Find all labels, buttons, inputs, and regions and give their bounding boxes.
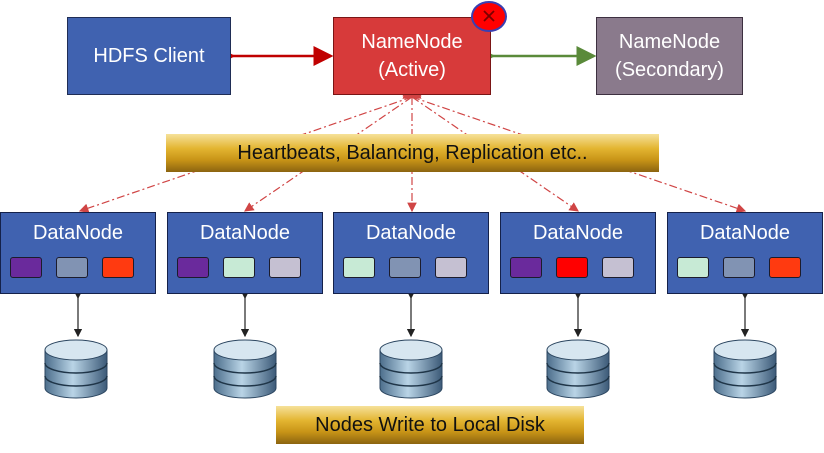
datanode-label: DataNode [699,222,791,244]
datanode-5: DataNode [667,212,823,294]
data-block [10,257,42,278]
heartbeat-banner: Heartbeats, Balancing, Replication etc.. [166,134,659,172]
data-block [556,257,588,278]
data-block [177,257,209,278]
local-disk-banner-text: Nodes Write to Local Disk [315,413,545,436]
namenode-secondary-box: NameNode (Secondary) [596,17,743,95]
datanode-4: DataNode [500,212,656,294]
datanode-label: DataNode [365,222,457,244]
disk-icon [213,339,277,399]
data-block [602,257,634,278]
heartbeat-banner-text: Heartbeats, Balancing, Replication etc.. [237,141,588,164]
data-block [269,257,301,278]
datanode-label: DataNode [199,222,291,244]
namenode-active-subtitle: (Active) [378,59,446,81]
hdfs-client-label: HDFS Client [93,45,205,67]
data-block [677,257,709,278]
data-block [56,257,88,278]
disk-icon [546,339,610,399]
data-block [223,257,255,278]
datanode-1: DataNode [0,212,156,294]
data-block [343,257,375,278]
hdfs-client-box: HDFS Client [67,17,231,95]
data-block [389,257,421,278]
data-block [769,257,801,278]
namenode-secondary-subtitle: (Secondary) [615,59,724,81]
datanode-label: DataNode [532,222,624,244]
disk-icon [44,339,108,399]
data-block [723,257,755,278]
failure-x-icon [471,1,507,32]
local-disk-banner: Nodes Write to Local Disk [276,406,584,444]
datanode-2: DataNode [167,212,323,294]
data-block [435,257,467,278]
datanode-3: DataNode [333,212,489,294]
disk-icon [713,339,777,399]
datanode-label: DataNode [32,222,124,244]
namenode-active-box: NameNode (Active) [333,17,491,95]
namenode-active-title: NameNode [361,31,463,53]
datanode-disk-links [73,290,750,338]
data-block [102,257,134,278]
disk-icon [379,339,443,399]
data-block [510,257,542,278]
namenode-secondary-title: NameNode [618,31,721,53]
